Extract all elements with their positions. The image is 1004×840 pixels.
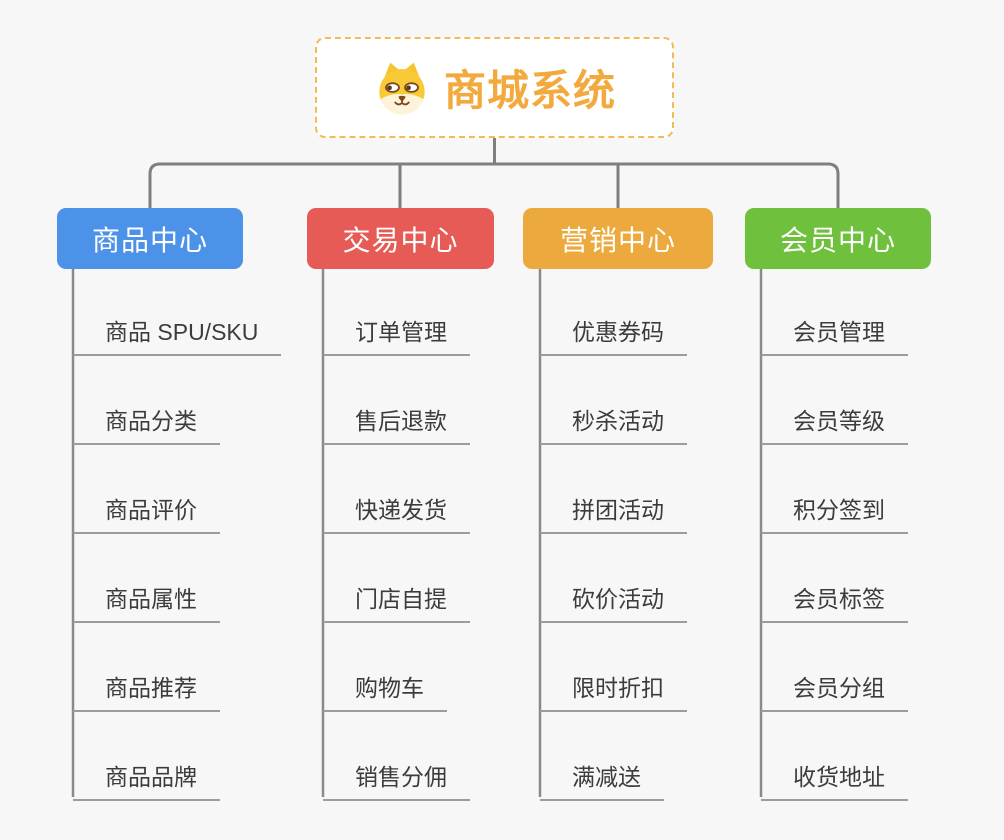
leaf-item[interactable]: 秒杀活动 [540,399,687,445]
leaf-item[interactable]: 商品分类 [73,399,220,445]
leaf-item[interactable]: 积分签到 [761,488,908,534]
leaf-label: 商品推荐 [105,675,197,701]
leaf-item[interactable]: 会员标签 [761,577,908,623]
leaf-item[interactable]: 商品推荐 [73,666,220,712]
leaf-item[interactable]: 商品 SPU/SKU [73,310,282,356]
leaf-item[interactable]: 满减送 [540,755,664,801]
leaf-label: 会员等级 [793,408,885,434]
leaf-item[interactable]: 商品品牌 [73,755,220,801]
leaf-item[interactable]: 会员管理 [761,310,908,356]
leaf-label: 售后退款 [355,408,447,434]
leaf-label: 会员分组 [793,675,885,701]
leaf-item[interactable]: 限时折扣 [540,666,687,712]
leaf-label: 商品属性 [105,586,197,612]
leaf-label: 砍价活动 [572,586,664,612]
leaf-item[interactable]: 会员分组 [761,666,908,712]
leaf-item[interactable]: 砍价活动 [540,577,687,623]
leaf-item[interactable]: 优惠券码 [540,310,687,356]
leaf-label: 销售分佣 [355,764,447,790]
branch-node-trade-center[interactable]: 交易中心 [307,208,494,269]
leaf-label: 秒杀活动 [572,408,664,434]
branch-label: 营销中心 [559,224,676,256]
leaf-label: 快递发货 [355,497,447,523]
leaf-item[interactable]: 门店自提 [323,577,470,623]
leaf-label: 商品评价 [105,497,197,523]
leaf-label: 优惠券码 [572,319,664,345]
branch-label: 交易中心 [342,224,459,256]
leaf-item[interactable]: 拼团活动 [540,488,687,534]
dog-mascot-icon [379,62,425,114]
leaf-label: 会员管理 [793,319,885,345]
leaf-item[interactable]: 会员等级 [761,399,908,445]
branch-label: 会员中心 [779,224,896,256]
leaf-item[interactable]: 销售分佣 [323,755,470,801]
leaf-label: 积分签到 [793,497,885,523]
leaf-item[interactable]: 订单管理 [323,310,470,356]
root-title: 商城系统 [443,67,616,114]
leaf-item[interactable]: 商品属性 [73,577,220,623]
leaf-label: 商品 SPU/SKU [105,319,259,345]
leaf-item[interactable]: 收货地址 [761,755,908,801]
leaf-label: 限时折扣 [572,675,664,701]
leaf-item[interactable]: 快递发货 [323,488,470,534]
root-to-branch-connectors [148,137,840,209]
root-node[interactable]: 商城系统 [315,37,674,138]
leaf-label: 会员标签 [793,586,885,612]
leaf-item[interactable]: 购物车 [323,666,447,712]
leaf-item[interactable]: 售后退款 [323,399,470,445]
branch-node-member-center[interactable]: 会员中心 [745,208,931,269]
leaf-label: 收货地址 [793,764,885,790]
leaf-label: 购物车 [355,675,424,701]
leaf-label: 订单管理 [355,319,447,345]
leaf-item[interactable]: 商品评价 [73,488,220,534]
leaf-label: 满减送 [572,764,641,790]
leaf-label: 门店自提 [355,586,447,612]
branch-node-marketing-center[interactable]: 营销中心 [523,208,713,269]
leaf-label: 商品品牌 [105,764,197,790]
branch-label: 商品中心 [91,224,208,256]
leaf-label: 商品分类 [105,408,197,434]
branch-node-product-center[interactable]: 商品中心 [57,208,243,269]
leaf-label: 拼团活动 [572,497,664,523]
